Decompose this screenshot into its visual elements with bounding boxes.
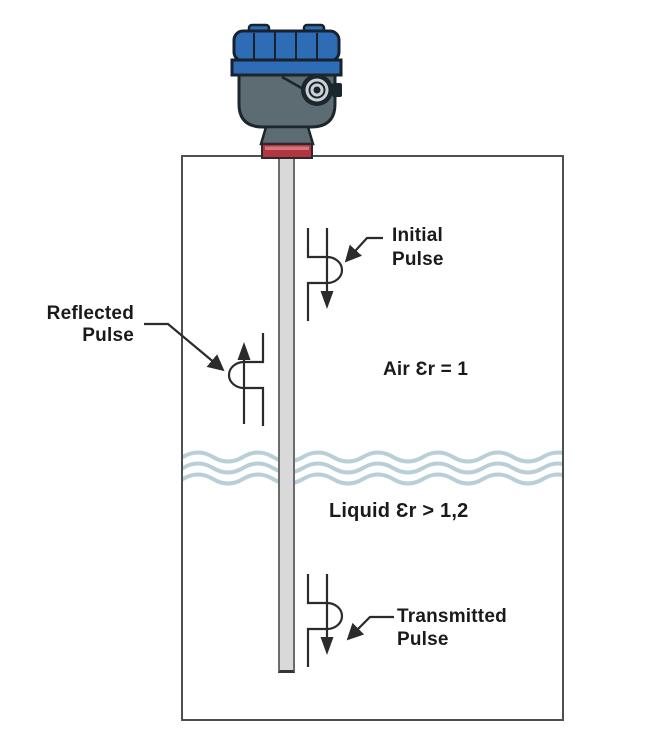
initial-pulse-icon [306, 228, 344, 321]
flange-highlight [265, 146, 309, 150]
guided-wave-probe-rod [278, 154, 295, 673]
flange-red-band [261, 143, 313, 159]
cable-gland-icon [301, 74, 333, 106]
cap-top [232, 29, 341, 63]
transmitted-pulse-label: Transmitted Pulse [397, 605, 507, 651]
initial-pulse-label: Initial Pulse [392, 224, 444, 272]
reflected-pulse-label-line2: Pulse [82, 325, 134, 346]
transmitted-pulse-label-line1: Transmitted [397, 606, 507, 627]
transmitted-pulse-icon [306, 574, 344, 667]
housing-neck [259, 125, 315, 146]
reflected-pulse-icon [227, 333, 265, 426]
reflected-pulse-label-line1: Reflected [46, 303, 134, 324]
side-knob [332, 83, 342, 97]
liquid-surface-icon [183, 450, 562, 486]
air-dielectric-label: Air Ɛr = 1 [383, 359, 469, 380]
liquid-dielectric-label: Liquid Ɛr > 1,2 [329, 500, 469, 522]
cap-ribs [253, 32, 318, 60]
transmitted-pulse-label-line2: Pulse [397, 629, 449, 650]
transmitter-head-icon [230, 23, 343, 159]
reflected-pulse-label: Reflected Pulse [34, 303, 134, 347]
cap-band [230, 58, 343, 77]
initial-pulse-label-line2: Pulse [392, 249, 444, 270]
initial-pulse-label-line1: Initial [392, 225, 444, 246]
